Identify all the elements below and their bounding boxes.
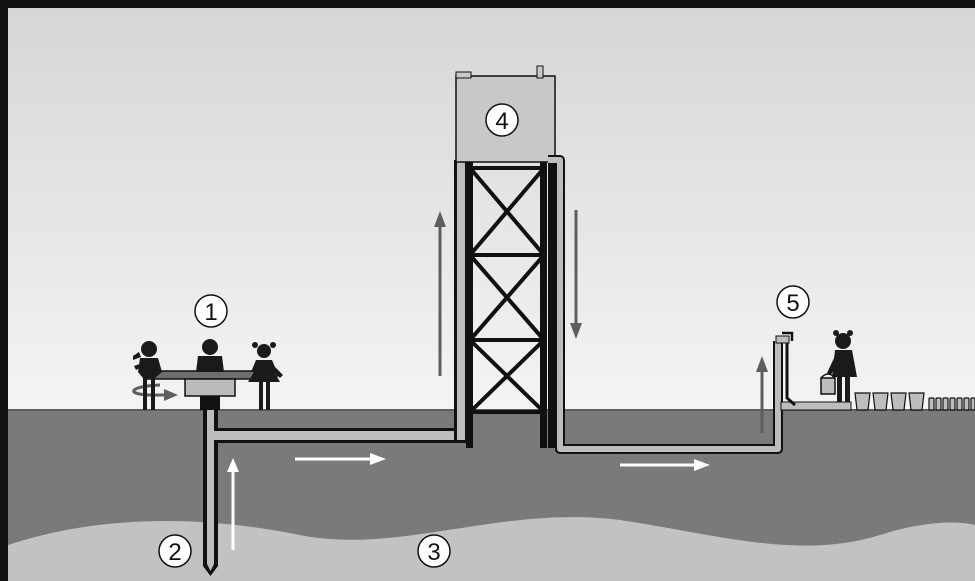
roundabout-pump: [142, 370, 278, 410]
callout-4-tank: 4: [485, 103, 519, 137]
rotation-arrow: [132, 383, 178, 401]
flow-arrows: [227, 210, 768, 550]
callout-5-label: 5: [786, 290, 799, 317]
pipe-tower-to-tap: [548, 155, 783, 454]
borehole: [203, 398, 218, 576]
callout-5-tap: 5: [776, 285, 810, 319]
callout-1-label: 1: [204, 299, 217, 326]
callout-3-label: 3: [427, 539, 440, 566]
sky: [8, 8, 975, 411]
callout-2-borehole: 2: [158, 534, 192, 568]
water-containers: [854, 392, 975, 411]
aquifer-layer: [8, 517, 975, 581]
child-left-silhouette: [133, 341, 162, 410]
child-right-silhouette: [248, 342, 283, 410]
person-carrying-bucket-silhouette: [827, 330, 857, 402]
tank-vent-pipe: [536, 65, 544, 79]
callout-3-aquifer: 3: [417, 534, 451, 568]
callout-4-label: 4: [495, 108, 508, 135]
child-center-silhouette: [196, 339, 224, 372]
bucket-icon: [820, 373, 836, 395]
pipe-pump-to-tower: [214, 428, 467, 443]
callout-2-label: 2: [168, 539, 181, 566]
tap-stand: [775, 331, 852, 411]
callout-1-pump: 1: [194, 294, 228, 328]
faucet-icon: [782, 331, 794, 341]
